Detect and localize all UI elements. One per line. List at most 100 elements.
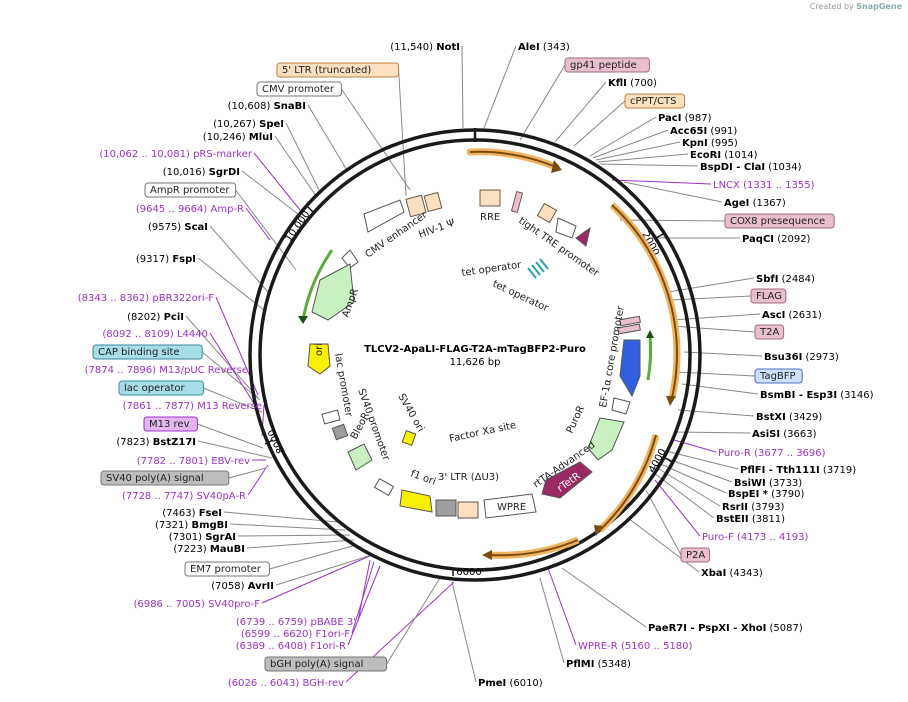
primer-label: (8343 .. 8362) pBR322ori-F [78,293,214,304]
enzyme-position: (3733) [766,478,803,489]
feature-name: cPPT/CTS [630,96,676,107]
primer-range: (7782 .. 7801) [137,456,212,467]
leader-line [261,554,373,604]
leader-line [561,567,647,628]
leader-line [519,64,566,141]
tick-mark [306,205,314,213]
feature-name: CMV promoter [262,84,335,95]
feature-name: M13 rev [149,419,190,430]
tre-promoter-arrow [555,217,577,239]
tet-operator-block [527,258,549,279]
leader-line [357,559,371,622]
feature-name: 5' LTR (truncated) [282,65,371,76]
enzyme-name: AscI [762,310,785,321]
leader-line [573,100,626,147]
enzyme-label: PaeR7I - PspXI - XhoI (5087) [648,623,803,634]
inner-label: ori [314,343,325,356]
leader-line [461,45,464,129]
primer-label: LNCX (1331 .. 1355) [713,180,815,191]
enzyme-name: SgrAI [205,532,236,543]
feature-name: SV40 poly(A) signal [106,473,204,484]
inner-label: WPRE [497,502,526,513]
feature-name: P2A [686,550,705,561]
inner-label: RRE [480,212,500,223]
hiv-psi-block [405,194,427,218]
leader-line [229,523,346,531]
inner-label: Factor Xa site [448,420,517,445]
enzyme-label: BstXI (3429) [756,412,822,423]
leader-line [623,181,723,203]
feature-name: AmpR promoter [150,185,230,196]
enzyme-label: (7223) MauBI [173,544,245,555]
primer-name: Amp-R [211,204,245,215]
leader-line [554,81,607,143]
enzyme-name: PaqCI [742,234,774,245]
enzyme-name: FspI [172,254,196,265]
enzyme-name: AsiSI [752,429,780,440]
feature-box [144,182,237,198]
ltr3-block [457,501,479,519]
feature-box-label: gp41 peptide [564,57,650,73]
cmv-enhancer-arrow [363,199,405,233]
enzyme-position: (10,608) [228,101,274,112]
enzyme-label: BstEII (3811) [716,514,785,525]
enzyme-name: PmeI [478,678,506,689]
primer-name: pBR322ori-F [152,293,214,304]
primer-name: F1ori-F [316,629,351,640]
enzyme-position: (2631) [785,310,822,321]
enzyme-position: (3663) [780,429,817,440]
feature-box-label: TagBFP [754,368,803,384]
orange-arc-core [599,434,657,531]
leader-line [253,152,301,211]
ampr-promoter-block [341,249,359,269]
enzyme-label: (8202) PciI [127,312,184,323]
enzyme-name: MluI [249,132,273,143]
enzyme-name: SnaBI [274,101,306,112]
enzyme-label: (7301) SgrAI [169,532,236,543]
leader-line [483,45,517,129]
leader-line [197,423,264,449]
rre-block [479,189,501,207]
sv40-ori-block [401,430,417,446]
bleor-arrow [347,443,373,471]
ampr-arrow [311,263,355,321]
primer-label: (7728 .. 7747) SV40pA-R [122,491,246,502]
enzyme-label: (11,540) NotI [390,42,460,53]
feature-box-label: CMV promoter [256,81,342,97]
primer-range: (8343 .. 8362) [78,293,153,304]
arrowhead [594,525,604,536]
feature-box-label: CAP binding site [92,344,203,360]
leader-line [671,325,756,333]
enzyme-name: KpnI [682,138,708,149]
leader-line [645,489,682,556]
enzyme-position: (3793) [748,502,785,513]
primer-label: (6599 .. 6620) F1ori-F [241,629,350,640]
enzyme-position: (5348) [594,659,631,670]
leader-line [599,163,699,167]
enzyme-name: PacI [658,113,681,124]
enzyme-label: Bsu36I (2973) [764,352,839,363]
leader-line [347,565,381,646]
primer-label: (6986 .. 7005) SV40pro-F [134,599,261,610]
enzyme-name: BstEII [716,514,749,525]
leader-line [274,135,317,197]
tick-mark [264,439,274,445]
enzyme-position: (7301) [169,532,205,543]
leader-line [667,277,755,293]
enzyme-label: (9575) ScaI [148,222,208,233]
enzyme-name: BstZ17I [153,437,196,448]
enzyme-label: BsiWI (3733) [734,478,802,489]
enzyme-name: BsiWI [734,478,766,489]
enzyme-name: Bsu36I [764,352,802,363]
enzyme-label: (10,608) SnaBI [228,101,306,112]
enzyme-label: PaqCI (2092) [742,234,811,245]
primer-name: SV40pro-F [208,599,260,610]
leader-line [209,332,259,411]
leader-line [547,567,577,646]
leader-line [340,88,411,191]
outer-features [298,148,681,560]
leader-line [237,534,351,537]
enzyme-name: PciI [164,312,184,323]
leader-line [185,315,259,399]
